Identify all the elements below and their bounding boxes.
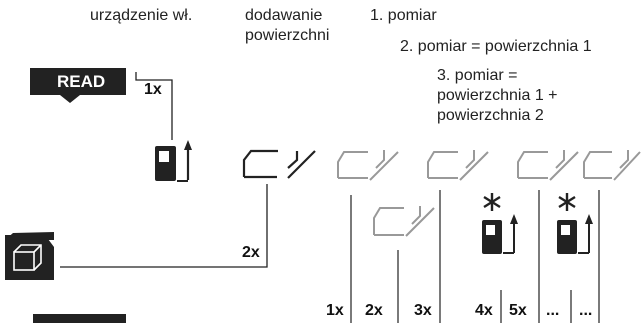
area-icon bbox=[427, 150, 489, 181]
press-count-read: 1x bbox=[144, 81, 162, 98]
connector-read bbox=[135, 72, 173, 140]
label-adding-area-line2: powierzchni bbox=[245, 27, 330, 44]
press-count-more-1: ... bbox=[546, 302, 560, 319]
device-laser-icon bbox=[155, 140, 192, 182]
label-measure-3-line2: powierzchnia 1 + bbox=[437, 87, 558, 104]
bottom-bar bbox=[33, 314, 126, 323]
laser-star-icon bbox=[557, 193, 593, 254]
label-measure-3-line3: powierzchnia 2 bbox=[437, 107, 544, 124]
area-icon bbox=[583, 150, 641, 181]
press-count-1: 1x bbox=[326, 302, 344, 319]
label-device-on: urządzenie wł. bbox=[90, 7, 193, 24]
area-icon bbox=[517, 150, 579, 181]
area-icon bbox=[337, 150, 399, 181]
connector-area bbox=[60, 184, 268, 268]
press-count-5: 5x bbox=[509, 302, 527, 319]
press-count-4: 4x bbox=[475, 302, 493, 319]
area-icon bbox=[242, 149, 316, 179]
label-measure-1: 1. pomiar bbox=[370, 7, 437, 24]
read-button-label: READ bbox=[57, 72, 106, 91]
area-icon bbox=[373, 206, 435, 237]
press-count-2: 2x bbox=[365, 302, 383, 319]
area-button-icon bbox=[5, 232, 54, 280]
laser-star-icon bbox=[482, 193, 518, 254]
press-count-area: 2x bbox=[242, 244, 260, 261]
press-count-more-2: ... bbox=[579, 302, 593, 319]
read-button-icon bbox=[30, 68, 126, 103]
label-measure-3-line1: 3. pomiar = bbox=[437, 67, 518, 84]
press-count-3: 3x bbox=[414, 302, 432, 319]
row-dividers bbox=[350, 190, 600, 323]
label-measure-2: 2. pomiar = powierzchnia 1 bbox=[400, 38, 592, 55]
label-adding-area-line1: dodawanie bbox=[245, 7, 323, 24]
